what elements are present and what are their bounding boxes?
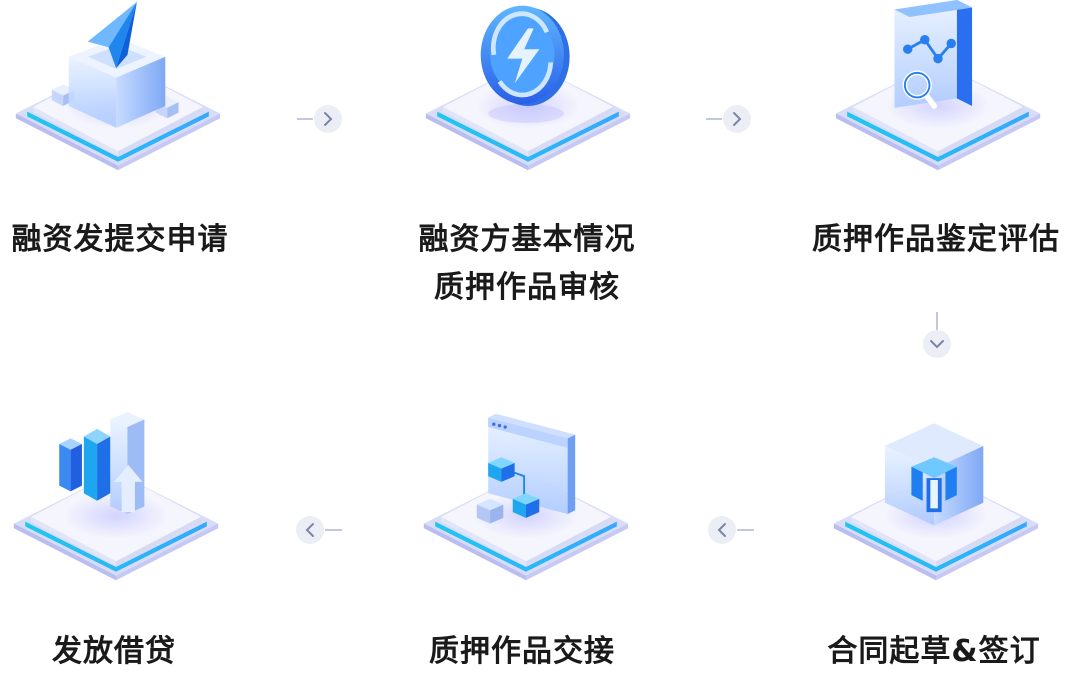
step-label: 发放借贷 [52,634,176,669]
step-label: 质押作品鉴定评估 [812,222,1060,257]
arrow-down-icon [923,312,951,358]
arrow-left-icon [296,516,342,544]
step-label-line1: 融资方基本情况 [418,222,636,257]
step-label: 质押作品交接 [429,634,615,669]
lightning-coin-icon [425,5,631,171]
arrow-left-icon [708,516,754,544]
flow-window-icon [423,413,629,581]
paper-plane-box-icon [15,1,221,171]
arrow-right-icon [706,105,751,133]
arrow-right-icon [297,105,342,133]
cube-stack-icon [833,423,1039,581]
step-label: 融资发提交申请 [11,222,229,257]
chart-magnifier-doc-icon [835,0,1041,171]
bar-chart-arrow-icon [13,411,219,581]
step-label-line2: 质押作品审核 [434,270,620,305]
step-label: 合同起草&签订 [827,634,1041,669]
